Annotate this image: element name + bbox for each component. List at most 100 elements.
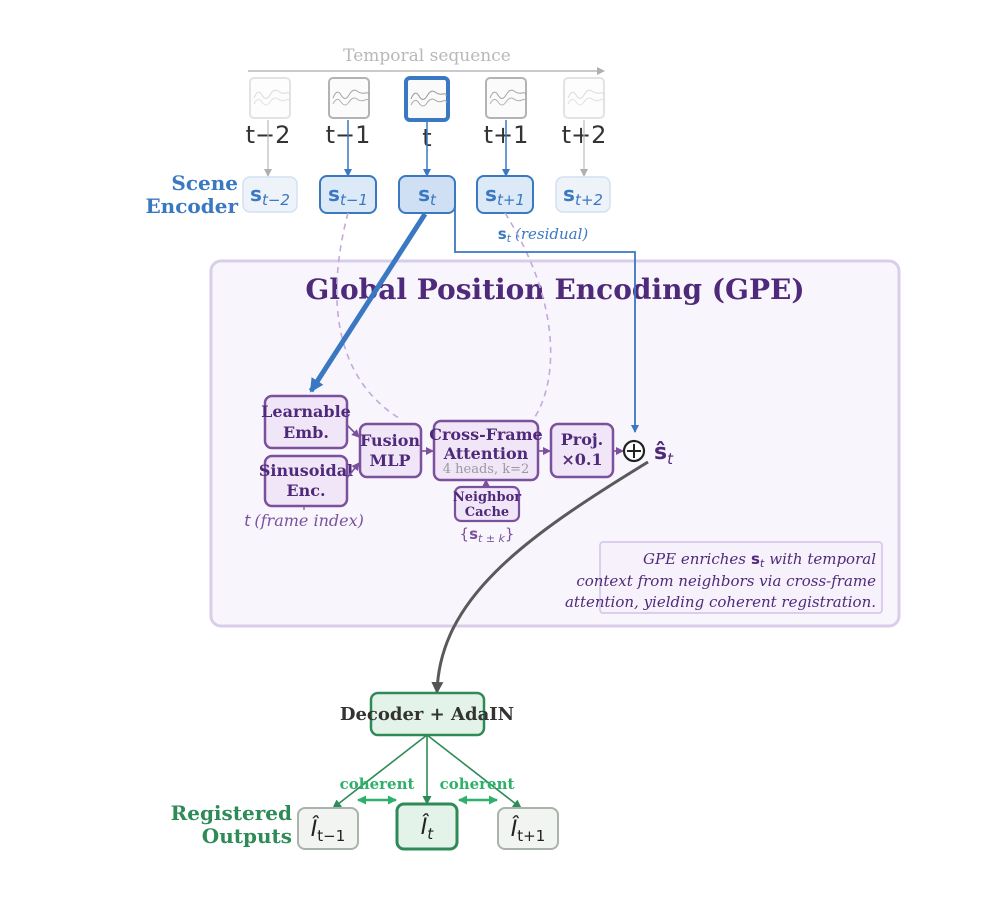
- neighbor-set-base: s: [469, 525, 478, 543]
- token-s-t-base: s: [418, 182, 430, 206]
- arrow-decoder-to-output-t-minus-1: [332, 734, 428, 809]
- gpe-note-line1-var: s: [751, 550, 760, 568]
- scene-encoder-label-line2: Encoder: [145, 194, 238, 218]
- token-s-t-plus-2-base: s: [563, 182, 575, 206]
- output-t-minus-1-base: Î: [311, 816, 320, 842]
- gpe-note-line1-pre: GPE enriches: [643, 550, 746, 568]
- arrow-learnable-to-fusion: [346, 424, 360, 438]
- neighbor-link-t-plus-1: [504, 212, 552, 421]
- frame-index-label: t(frame index): [244, 511, 364, 530]
- arrow-sinusoidal-to-fusion: [346, 462, 360, 479]
- token-s-t-plus-2: st+2: [555, 176, 611, 213]
- token-s-t: st: [398, 175, 456, 214]
- scene-encoder: Scene Encoder st−2 st−1 st st+1 st+2 st(…: [145, 171, 611, 245]
- sinusoidal-enc-line1: Sinusoidal: [259, 461, 353, 480]
- svg-text:st: st: [418, 182, 437, 209]
- residual-label-text: (residual): [515, 225, 588, 243]
- frame-thumbnail-t-plus-2: [563, 77, 605, 119]
- temporal-sequence: Temporal sequence t−2 t−1: [246, 46, 606, 177]
- neighbor-set-sub: t ± k: [478, 532, 506, 545]
- neighbor-cache-line1: Neighbor: [453, 490, 521, 505]
- residual-label: st(residual): [498, 225, 589, 245]
- output-t-base: Î: [421, 814, 430, 840]
- token-s-t-plus-1: st+1: [476, 175, 534, 214]
- output-t-plus-1-sub: t+1: [517, 827, 545, 845]
- token-s-t-plus-2-sub: t+2: [575, 191, 603, 209]
- residual-label-base: s: [498, 225, 507, 243]
- add-operator-icon: [622, 439, 646, 463]
- gpe-note-line2: context from neighbors via cross-frame: [576, 572, 876, 590]
- gpe-title: Global Position Encoding (GPE): [305, 273, 804, 306]
- output-t-minus-1-sub: t−1: [317, 827, 345, 845]
- gpe-note-line1-post: with temporal: [769, 550, 876, 568]
- coherent-label-left: coherent: [340, 775, 415, 793]
- decoder-box: Decoder + AdaIN: [340, 691, 514, 737]
- gpe-panel: Global Position Encoding (GPE) Learnable…: [209, 195, 901, 628]
- svg-text:Ît−1: Ît−1: [311, 816, 346, 845]
- scene-encoder-label-line1: Scene: [171, 171, 238, 195]
- learnable-emb-line2: Emb.: [283, 423, 329, 442]
- coherent-label-right: coherent: [440, 775, 515, 793]
- token-s-t-sub: t: [430, 191, 437, 209]
- output-t-sub: t: [427, 825, 434, 843]
- fusion-mlp-box: Fusion MLP: [358, 422, 423, 479]
- gpe-note-line3: attention, yielding coherent registratio…: [565, 593, 876, 611]
- token-s-t-minus-1: st−1: [319, 175, 377, 214]
- token-s-t-minus-2-sub: t−2: [262, 191, 290, 209]
- arrow-token-to-learnable: [308, 212, 428, 393]
- frame-thumbnail-t-minus-2: [249, 77, 291, 119]
- gpe-note-line1-sub: t: [760, 557, 765, 570]
- proj-line2: ×0.1: [561, 450, 602, 469]
- decoder-label: Decoder + AdaIN: [340, 704, 514, 725]
- cross-frame-line2: Attention: [443, 444, 529, 463]
- frame-thumbnail-t-plus-1: [485, 77, 527, 119]
- registered-outputs-label-line1: Registered: [171, 801, 292, 825]
- heads-note: 4 heads, k=2: [443, 462, 530, 477]
- svg-text:st+2: st+2: [563, 182, 603, 209]
- neighbor-cache-box: Neighbor Cache: [453, 485, 521, 523]
- fusion-mlp-line2: MLP: [370, 451, 411, 470]
- token-s-t-minus-1-base: s: [328, 182, 340, 206]
- proj-box: Proj. ×0.1: [549, 422, 615, 479]
- token-s-t-minus-1-sub: t−1: [340, 191, 368, 209]
- arrow-decoder-to-output-t-plus-1: [426, 734, 522, 809]
- svg-text:st−2: st−2: [250, 182, 290, 209]
- neighbor-link-t-minus-1: [336, 212, 403, 421]
- neighbor-set-close: }: [505, 525, 515, 543]
- arrow-gpe-to-decoder: [431, 460, 649, 694]
- learnable-emb-box: Learnable Emb.: [261, 394, 351, 450]
- output-t-plus-1-base: Î: [511, 816, 520, 842]
- token-s-t-plus-1-sub: t+1: [497, 191, 525, 209]
- learnable-emb-line1: Learnable: [261, 402, 351, 421]
- fusion-mlp-line1: Fusion: [360, 431, 420, 450]
- frame-thumbnail-t-minus-1: [328, 77, 370, 119]
- svg-text:st+1: st+1: [485, 182, 525, 209]
- output-i-hat-t-minus-1: Ît−1: [297, 807, 359, 850]
- sinusoidal-enc-line2: Enc.: [286, 481, 325, 500]
- neighbor-cache-line2: Cache: [465, 505, 509, 520]
- output-i-hat-t: Ît: [395, 802, 459, 851]
- token-s-t-plus-1-base: s: [485, 182, 497, 206]
- cross-frame-line1: Cross-Frame: [429, 425, 542, 444]
- gpe-note-line1: GPE enriches st with temporal: [643, 550, 876, 570]
- output-s-hat-sub: t: [667, 450, 674, 468]
- neighbor-set-label: {st ± k}: [460, 525, 515, 545]
- registered-outputs-label-line2: Outputs: [202, 824, 292, 848]
- frame-index-var: t: [244, 511, 251, 530]
- neighbor-set-open: {: [460, 525, 470, 543]
- frame-thumbnail-t: [404, 76, 450, 122]
- proj-line1: Proj.: [561, 430, 604, 449]
- sinusoidal-enc-box: Sinusoidal Enc.: [259, 454, 353, 508]
- residual-connection-arrow: [454, 195, 639, 433]
- svg-text:Ît: Ît: [421, 814, 435, 843]
- registered-outputs: Registered Outputs Ît−1 Ît Ît+1: [171, 801, 559, 851]
- gpe-note: GPE enriches st with temporal context from…: [565, 541, 883, 614]
- output-s-hat-base: ŝ: [654, 440, 667, 465]
- frame-index-text: (frame index): [254, 511, 363, 530]
- residual-label-sub: t: [507, 232, 512, 245]
- output-s-hat-t: ŝt: [654, 440, 674, 468]
- token-s-t-minus-2-base: s: [250, 182, 262, 206]
- cross-frame-attention-box: Cross-Frame Attention 4 heads, k=2: [429, 419, 543, 482]
